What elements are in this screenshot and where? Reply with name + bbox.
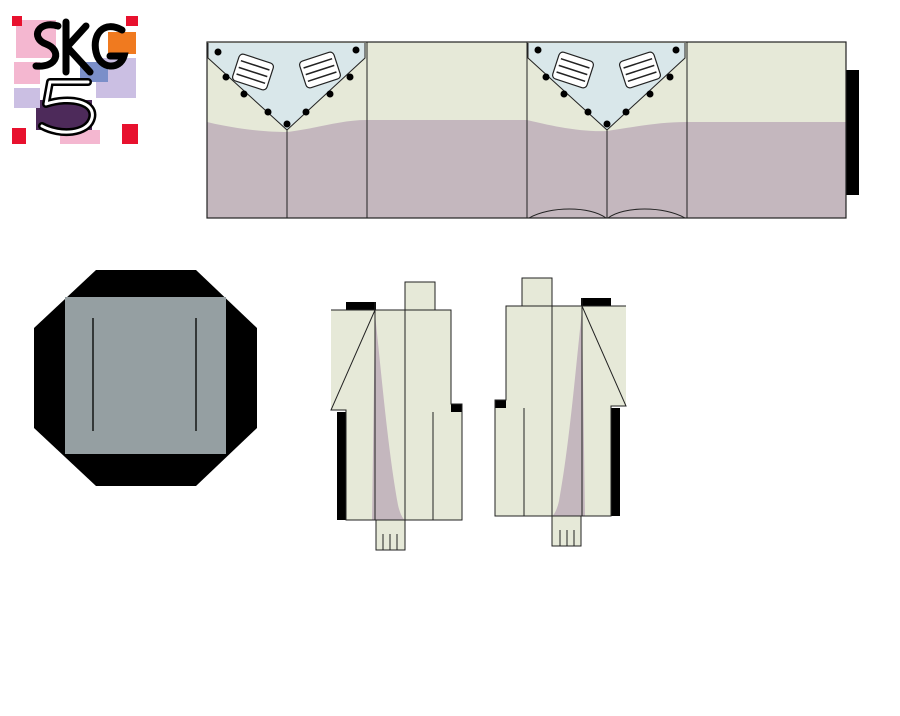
logo-letter-k bbox=[62, 18, 94, 76]
logo-blotch bbox=[12, 128, 26, 144]
leg-side-panel bbox=[433, 412, 462, 520]
leg-shadow-edge bbox=[337, 412, 347, 520]
logo-blotch bbox=[122, 124, 138, 144]
left-leg-piece bbox=[330, 281, 463, 551]
logo-letter-g bbox=[91, 23, 129, 70]
hem-arcs bbox=[528, 208, 686, 219]
leg-shadow-edge bbox=[610, 408, 620, 516]
vent-icon bbox=[231, 53, 275, 91]
right-leg-piece bbox=[494, 277, 627, 547]
leg-panel bbox=[346, 410, 375, 520]
logo-blotch bbox=[108, 32, 136, 54]
logo-blotch bbox=[126, 16, 138, 26]
fold-lines bbox=[286, 42, 688, 218]
leg-outlines bbox=[494, 277, 627, 547]
leg-panel bbox=[582, 406, 611, 516]
logo-letter-s bbox=[32, 21, 62, 70]
vent-icon bbox=[618, 51, 662, 89]
leg-mauve-wedge bbox=[552, 310, 585, 516]
vent-icon bbox=[551, 51, 595, 89]
leg-top-cap bbox=[346, 302, 376, 310]
base-plate bbox=[34, 270, 257, 486]
plate-inner-square bbox=[65, 297, 226, 454]
leg-top-tab bbox=[405, 282, 435, 310]
body-wrap-strip bbox=[206, 41, 859, 219]
rivet-dots bbox=[214, 46, 680, 128]
leg-top-cap bbox=[581, 298, 611, 306]
glue-tab bbox=[846, 70, 859, 195]
vent-icon bbox=[298, 51, 342, 89]
leg-top-tab bbox=[522, 278, 552, 306]
logo-blotch bbox=[14, 88, 40, 108]
leg-mauve-wedge bbox=[372, 314, 405, 520]
logo-blotch bbox=[12, 16, 22, 26]
leg-side-panel bbox=[495, 408, 524, 516]
logo-digit-5-highlight bbox=[40, 80, 94, 134]
leg-outlines bbox=[330, 281, 463, 551]
logo-emblem bbox=[12, 16, 139, 146]
